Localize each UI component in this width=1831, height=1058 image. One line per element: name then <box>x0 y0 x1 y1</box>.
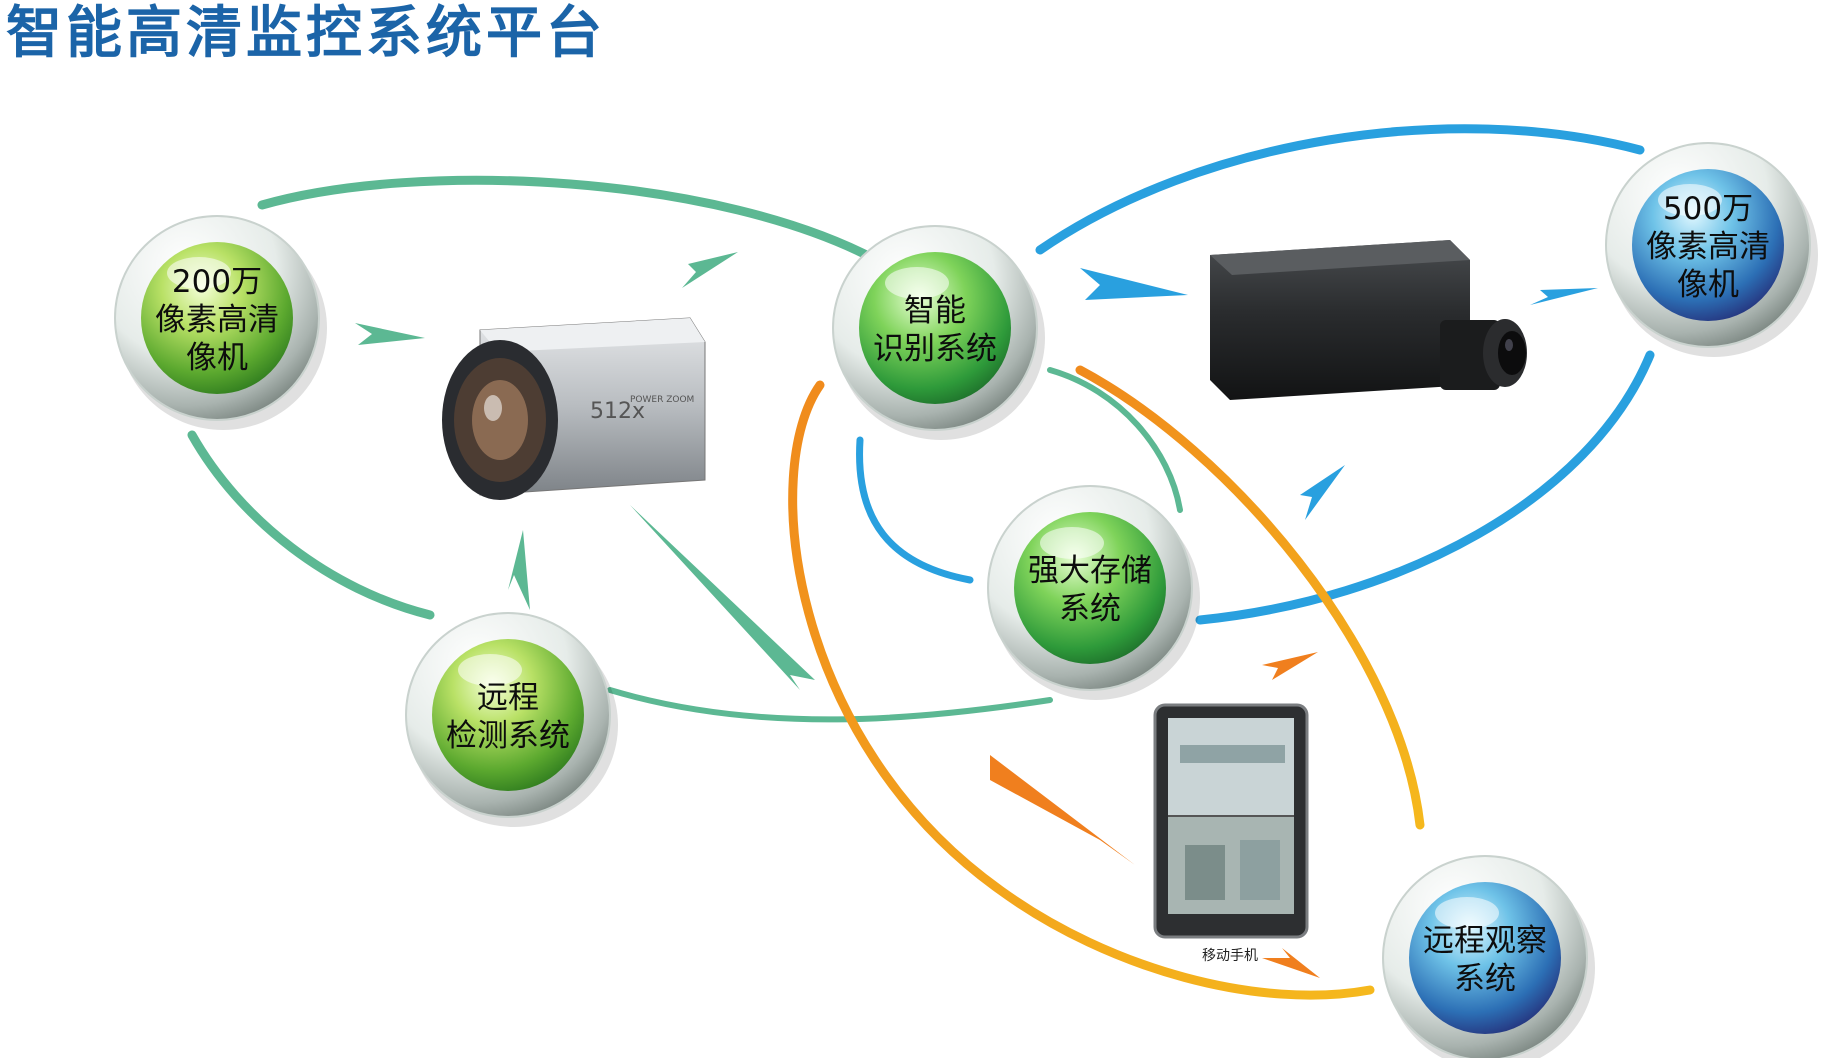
node-label-line: 系统 <box>1454 961 1516 997</box>
blue-loop-right <box>1195 350 1655 625</box>
page-title: 智能高清监控系统平台 <box>6 1 606 66</box>
green-loop-bottom <box>607 687 1053 723</box>
arrow-icon <box>508 530 530 610</box>
phone-caption: 移动手机 <box>1202 948 1258 964</box>
node-label-line: 识别系统 <box>873 331 997 367</box>
node-label-line: 强大存储 <box>1028 553 1152 589</box>
node-highlight <box>1658 184 1722 216</box>
node-label-line: 远程 <box>477 680 539 716</box>
node-label-line: 远程观察 <box>1423 923 1547 959</box>
arrow-icon <box>630 505 815 690</box>
connection-curves <box>187 124 1655 1000</box>
blue-loop-upper <box>1035 124 1645 255</box>
node-label-line: 500万 <box>1663 191 1753 227</box>
arrow-icon <box>1262 652 1318 680</box>
arrow-icon <box>682 252 738 288</box>
arrow-icon <box>1080 268 1188 300</box>
node-label-line: 检测系统 <box>446 718 570 754</box>
mobile-phone: 移动手机 <box>1153 703 1309 964</box>
node-label-line: 像素高清 <box>1646 229 1770 265</box>
zoom-camera-badge: POWER ZOOM <box>630 395 694 405</box>
arrow-icon <box>990 755 1135 865</box>
blue-loop-inner <box>856 436 974 584</box>
arrow-icon <box>1262 948 1320 978</box>
arrow-icon <box>355 323 425 345</box>
flow-arrows <box>355 252 1598 978</box>
zoom-camera-label: 512x <box>590 399 645 424</box>
node-label-line: 像机 <box>186 340 248 376</box>
node-highlight <box>458 654 522 686</box>
node-label-line: 像机 <box>1677 267 1739 303</box>
node-highlight <box>1040 527 1104 559</box>
node-label-line: 200万 <box>172 264 262 300</box>
node-label-line: 像素高清 <box>155 302 279 338</box>
green-loop-left <box>187 430 435 620</box>
node-highlight <box>885 267 949 299</box>
orange-loop-right <box>1075 365 1425 830</box>
arrow-icon <box>1530 288 1598 305</box>
node-highlight <box>1435 897 1499 929</box>
box-camera <box>1210 240 1527 400</box>
orange-loop-left <box>788 380 1375 1000</box>
green-loop-mid <box>1047 367 1183 513</box>
system-nodes: 200万像素高清像机智能识别系统500万像素高清像机强大存储系统远程检测系统远程… <box>114 142 1818 1058</box>
arrow-icon <box>1300 465 1345 520</box>
node-highlight <box>167 257 231 289</box>
zoom-camera: 512x POWER ZOOM <box>442 317 706 500</box>
green-loop-upper <box>257 175 885 267</box>
node-label-line: 系统 <box>1059 591 1121 627</box>
node-label-line: 智能 <box>904 293 966 329</box>
